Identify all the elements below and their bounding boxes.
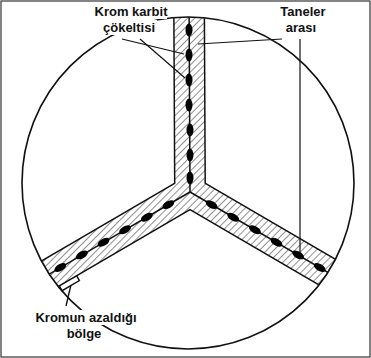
zone-bracket	[59, 275, 79, 306]
callout-label: Taneler arası	[262, 4, 342, 36]
label-text: Kromun azaldığı bölge	[33, 310, 136, 341]
leader-lines	[122, 39, 300, 252]
callout-label: Krom karbit çökeltisi	[80, 4, 180, 36]
label-text: Taneler arası	[278, 4, 325, 35]
callout-label: Kromun azaldığı bölge	[20, 310, 150, 342]
carbide-precipitates	[53, 24, 327, 274]
grain-boundaries	[10, 0, 370, 297]
grain-circle	[22, 17, 354, 349]
label-text: Krom karbit çökeltisi	[93, 4, 168, 35]
